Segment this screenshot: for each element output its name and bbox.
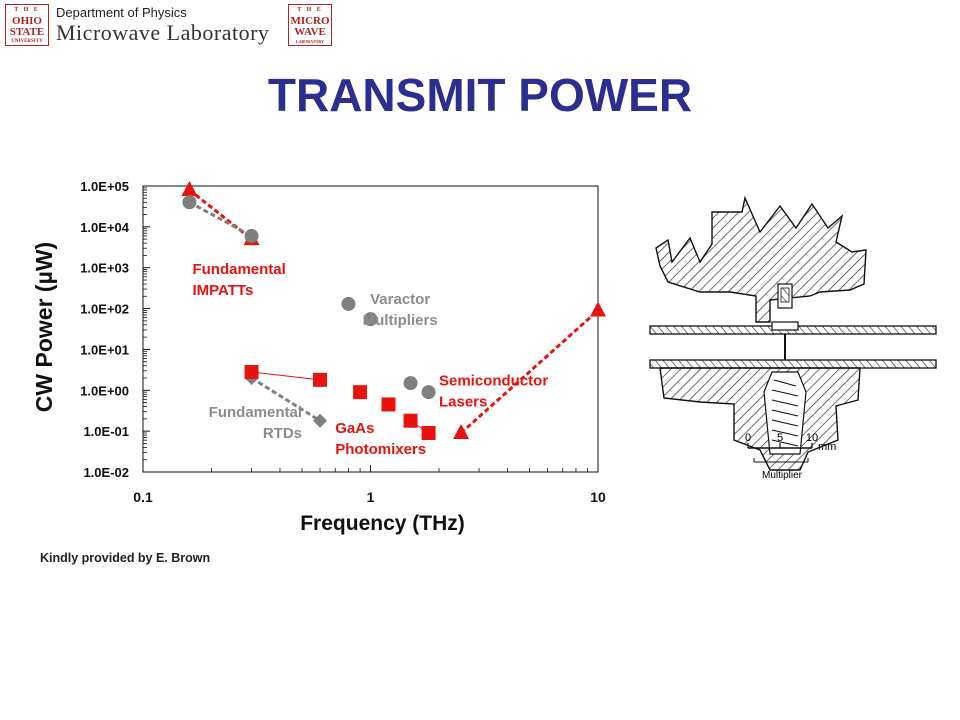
- diamond-marker: [313, 413, 328, 428]
- x-tick-label: 0.1: [133, 489, 153, 505]
- chart-marks: [181, 180, 606, 441]
- triangle-marker: [590, 301, 606, 317]
- x-axis-label: Frequency (THz): [300, 512, 465, 535]
- y-tick-label: 1.0E+03: [80, 261, 129, 276]
- header: T H E OHIO STATE UNIVERSITY Department o…: [0, 0, 960, 52]
- osu-logo-ohio: OHIO: [12, 15, 42, 27]
- annotation-line: RTDs: [263, 425, 302, 442]
- series-connector: [188, 200, 253, 238]
- square-marker: [313, 372, 328, 387]
- circle-marker: [341, 296, 356, 311]
- circle-marker: [182, 195, 197, 210]
- chart-axes: 1.0E+05 1.0E+04 1.0E+03 1.0E+02 1.0E+01 1.0E+…: [31, 179, 606, 535]
- annotation-line: Photomixers: [335, 441, 426, 458]
- y-tick-label: 1.0E-01: [83, 424, 129, 439]
- upper-cavity-insert: [780, 287, 790, 303]
- scale-label-10: 10: [806, 432, 818, 444]
- annotation-line: Multipliers: [363, 312, 438, 329]
- lower-block: [659, 367, 861, 471]
- y-axis-label: CW Power (µW): [31, 242, 57, 412]
- y-tick-label: 1.0E+00: [80, 383, 129, 398]
- mw-logo-laboratory: LABORATORY: [295, 39, 325, 44]
- square-marker: [421, 426, 436, 441]
- series-connector: [460, 309, 600, 435]
- annotation-line: Fundamental: [192, 261, 285, 278]
- credit-note: Kindly provided by E. Brown: [40, 551, 211, 565]
- screw-threads: [771, 379, 799, 447]
- mw-logo-micro: MICRO: [290, 15, 330, 27]
- osu-logo-the: T H E: [14, 7, 40, 13]
- y-tick-label: 1.0E+01: [80, 342, 129, 357]
- y-tick-label: 1.0E+05: [80, 179, 129, 194]
- x-tick-label: 10: [590, 489, 606, 505]
- square-marker: [381, 397, 396, 412]
- mw-logo-wave: WAVE: [294, 26, 326, 38]
- scale-unit: mm: [818, 441, 836, 453]
- square-marker: [244, 365, 259, 380]
- drawing-caption: Multiplier: [762, 470, 803, 481]
- circle-marker: [244, 228, 259, 243]
- circle-marker: [363, 312, 378, 327]
- upper-block: [655, 195, 867, 323]
- mw-logo-the: T H E: [297, 7, 323, 13]
- y-tick-label: 1.0E+02: [80, 302, 129, 317]
- annotation-line: IMPATTs: [192, 282, 253, 299]
- series-connector: [250, 376, 321, 422]
- series-connector: [251, 371, 321, 381]
- annotation-line: Lasers: [439, 394, 487, 411]
- department-name: Department of Physics: [56, 5, 187, 20]
- triangle-marker: [181, 180, 198, 196]
- waveguide-plate-bottom: [649, 359, 937, 369]
- microwave-lab-logo: T H E MICRO WAVE LABORATORY: [288, 4, 332, 46]
- x-tick-label: 1: [367, 489, 375, 505]
- osu-logo-university: UNIVERSITY: [11, 39, 43, 44]
- page-title: TRANSMIT POWER: [267, 69, 693, 121]
- triangle-marker: [453, 424, 470, 440]
- annotation-line: Fundamental: [209, 404, 302, 421]
- diode-mount: [771, 321, 799, 331]
- osu-logo: T H E OHIO STATE UNIVERSITY: [5, 4, 49, 46]
- y-tick-label: 1.0E+04: [80, 220, 130, 235]
- scale-label-5: 5: [777, 432, 783, 444]
- circle-marker: [421, 385, 436, 400]
- annotation-line: Semiconductor: [439, 373, 548, 390]
- lab-name: Microwave Laboratory: [56, 20, 270, 45]
- scale-label-0: 0: [745, 432, 751, 444]
- osu-logo-state: STATE: [9, 26, 45, 38]
- annotation-line: Varactor: [370, 291, 430, 308]
- square-marker: [403, 413, 418, 428]
- y-tick-label: 1.0E-02: [83, 465, 129, 480]
- square-marker: [353, 385, 368, 400]
- circle-marker: [403, 376, 418, 391]
- annotation-line: GaAs: [335, 420, 374, 437]
- multiplier-drawing: 0 5 10 mm Multiplier: [640, 175, 937, 510]
